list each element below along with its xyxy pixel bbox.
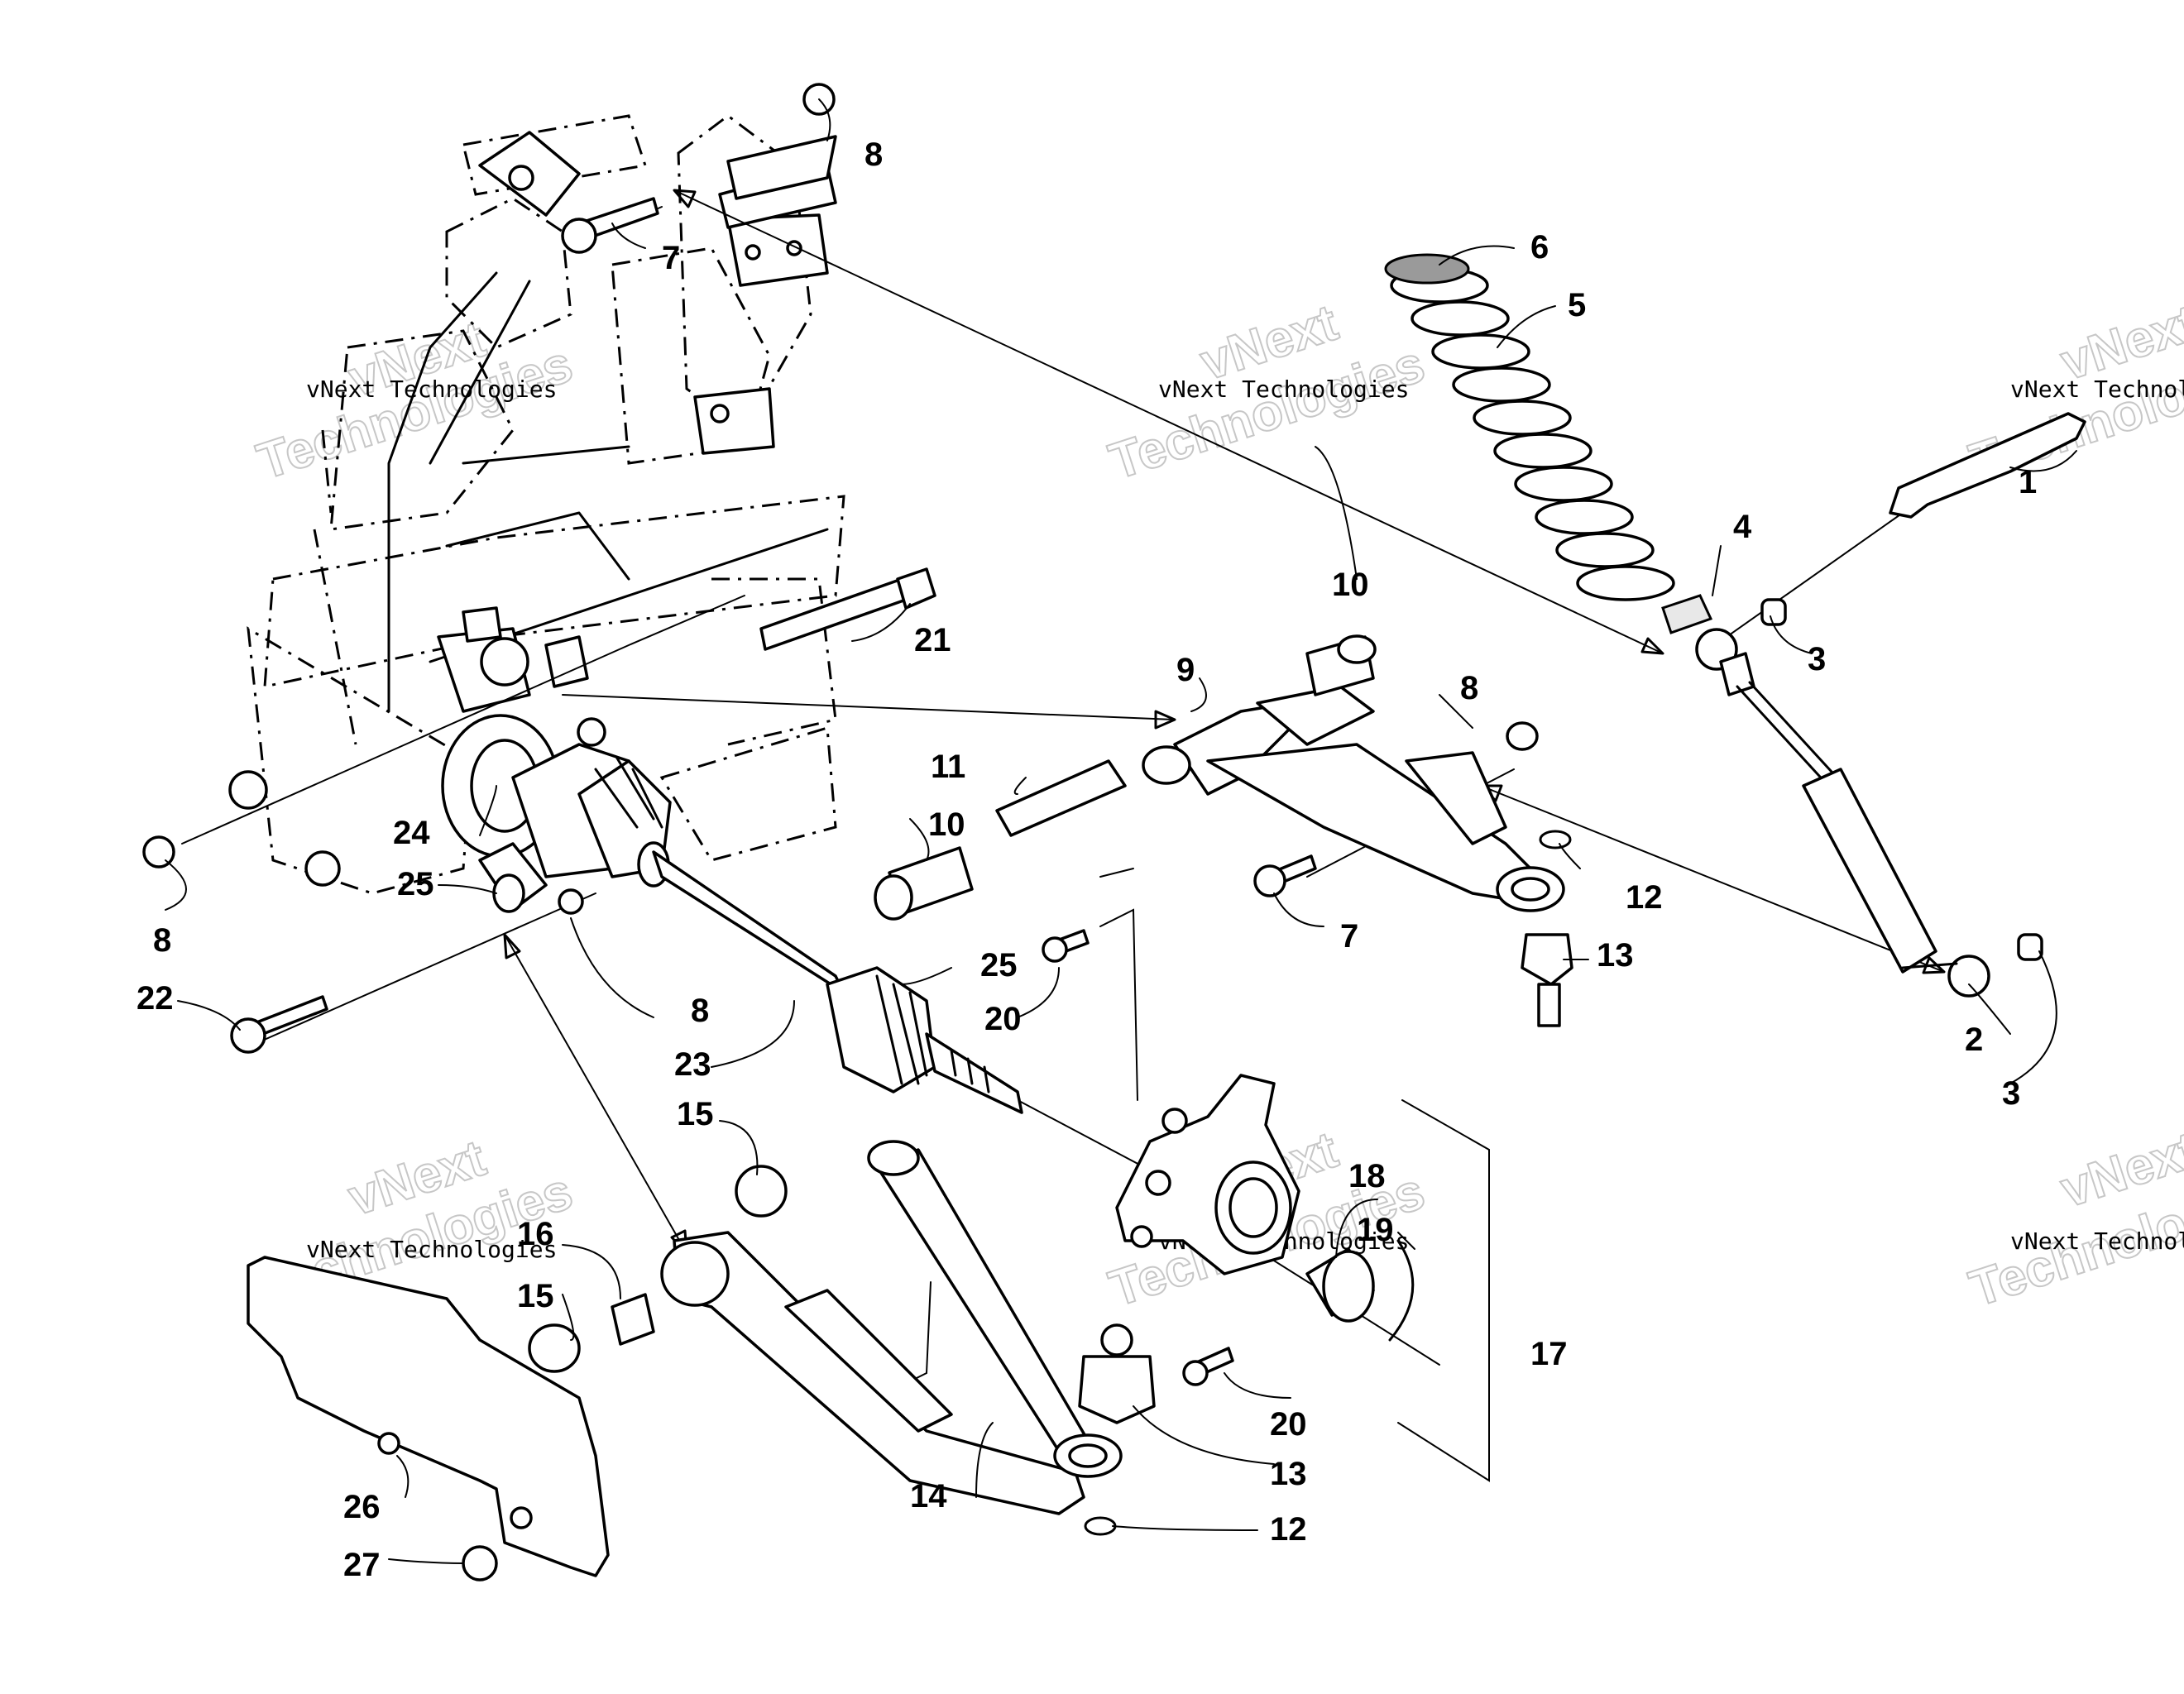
callout-8: 8	[864, 136, 883, 173]
callout-8: 8	[691, 993, 709, 1029]
spring-retainer	[1384, 253, 1470, 285]
callout-7: 7	[1340, 918, 1358, 955]
shock-body	[1695, 628, 1990, 998]
callout-9: 9	[1176, 652, 1195, 688]
callout-24: 24	[393, 815, 430, 851]
spanner-wrench	[1889, 412, 2086, 519]
watermark-small-text: vNext Technologies	[2010, 376, 2184, 403]
skid-plate-screw	[462, 1545, 498, 1582]
callout-23: 23	[674, 1046, 711, 1083]
watermark-1: Technologies vNext vNext Technologies	[250, 310, 580, 492]
callout-5: 5	[1568, 287, 1586, 323]
callout-17: 17	[1530, 1336, 1568, 1372]
drive-axle-cv-shaft	[511, 743, 1023, 1114]
callout-13: 13	[1270, 1456, 1307, 1492]
watermark-small-text: vNext Technologies	[2010, 1227, 2184, 1255]
pivot-sleeve	[611, 1293, 655, 1346]
bearing-snap-ring	[1388, 1239, 1415, 1342]
callout-20: 20	[1270, 1406, 1307, 1443]
ball-joint-lower	[1078, 1323, 1156, 1424]
lower-a-arm-assembly	[528, 1140, 1156, 1536]
snap-ring-lower	[1084, 1516, 1117, 1536]
callout-18: 18	[1348, 1158, 1386, 1194]
shock-absorber-assembly	[1384, 253, 2086, 998]
callout-8: 8	[1460, 670, 1478, 706]
bushing-top	[1760, 598, 1787, 626]
spring-collar	[1661, 594, 1713, 634]
callout-25: 25	[397, 866, 434, 902]
long-bolt	[759, 577, 908, 651]
callout-2: 2	[1965, 1022, 1983, 1058]
callout-12: 12	[1626, 879, 1663, 916]
callout-labels: 1 2 3 3 4 5 6 7 7 8 8 8 8 9 10 10 11 12 …	[136, 136, 2037, 1583]
callout-16: 16	[517, 1216, 554, 1252]
bushing-bottom	[2017, 933, 2043, 961]
upper-a-arm-assembly	[874, 634, 1573, 1027]
skid-plate	[247, 1256, 610, 1582]
watermark-small-text: vNext Technologies	[1158, 376, 1409, 403]
callout-6: 6	[1530, 229, 1549, 266]
callout-22: 22	[136, 980, 174, 1017]
ball-joint-upper	[1521, 933, 1573, 1027]
bushing-lower	[528, 1323, 581, 1373]
callout-26: 26	[343, 1489, 381, 1525]
callout-13: 13	[1597, 937, 1634, 974]
callout-14: 14	[910, 1478, 947, 1515]
watermark-small-text: vNext Technologies	[306, 1236, 557, 1263]
washer-left	[492, 873, 525, 913]
nut-mid	[558, 888, 584, 915]
callout-27: 27	[343, 1547, 381, 1583]
snap-ring-upper	[1539, 830, 1572, 849]
callout-7: 7	[662, 240, 680, 276]
callout-10: 10	[1332, 567, 1369, 603]
callout-20: 20	[984, 1001, 1022, 1037]
coil-spring	[1390, 267, 1675, 601]
callout-21: 21	[914, 622, 951, 658]
frame-fasteners	[142, 83, 936, 1054]
callout-11: 11	[931, 749, 965, 785]
watermark-small-text: vNext Technologies	[306, 376, 557, 403]
callout-3: 3	[2002, 1075, 2020, 1112]
callout-25: 25	[980, 947, 1018, 983]
watermark-2: Technologies vNext vNext Technologies	[1102, 294, 1432, 492]
callout-leaders	[165, 98, 2077, 1564]
steering-knuckle	[1042, 929, 1415, 1386]
nut-left	[142, 835, 175, 869]
callout-3: 3	[1808, 641, 1826, 677]
callout-15: 15	[677, 1096, 714, 1132]
callout-19: 19	[1357, 1212, 1394, 1248]
callout-8: 8	[153, 922, 171, 959]
callout-4: 4	[1733, 509, 1752, 545]
bushing-lower-top	[735, 1165, 788, 1218]
callout-1: 1	[2019, 464, 2037, 500]
callout-15: 15	[517, 1278, 554, 1314]
callout-10: 10	[928, 806, 965, 843]
watermark-6: Technologies vNext vNext Technologies	[1962, 1121, 2184, 1319]
callout-12: 12	[1270, 1511, 1307, 1548]
nut-upper-arm	[1506, 721, 1539, 751]
pivot-tube	[995, 759, 1127, 837]
